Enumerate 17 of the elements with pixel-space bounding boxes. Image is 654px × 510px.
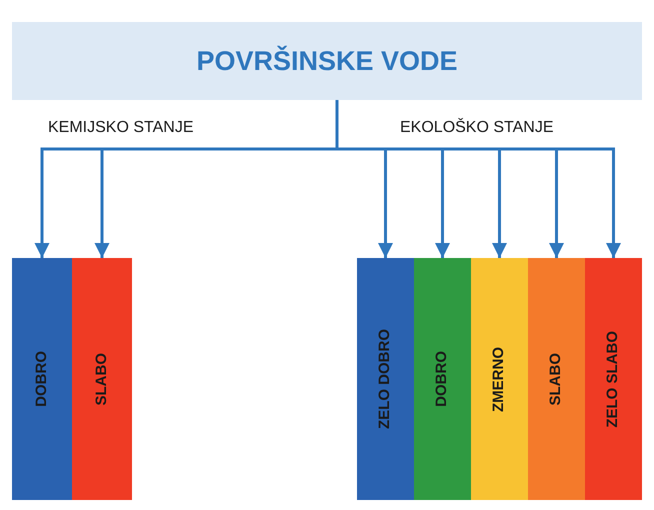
color-bar	[585, 258, 642, 500]
heading-text: POVRŠINSKE VODE	[196, 44, 458, 78]
color-bar	[414, 258, 471, 500]
title-box	[12, 22, 642, 100]
bar-label: SLABO	[92, 352, 111, 406]
bar-label: ZMERNO	[489, 346, 508, 412]
arrow	[336, 100, 621, 258]
color-bar	[12, 258, 72, 500]
color-bar	[471, 258, 528, 500]
bar-label: DOBRO	[32, 351, 51, 407]
bar-label: SLABO	[546, 352, 566, 406]
color-bar	[72, 258, 132, 500]
bar-label: ZELO DOBRO	[375, 329, 394, 429]
color-bar	[357, 258, 414, 500]
color-bar	[528, 258, 585, 500]
bar-label: DOBRO	[432, 351, 452, 407]
bar-label: ZELO SLABO	[603, 330, 622, 428]
